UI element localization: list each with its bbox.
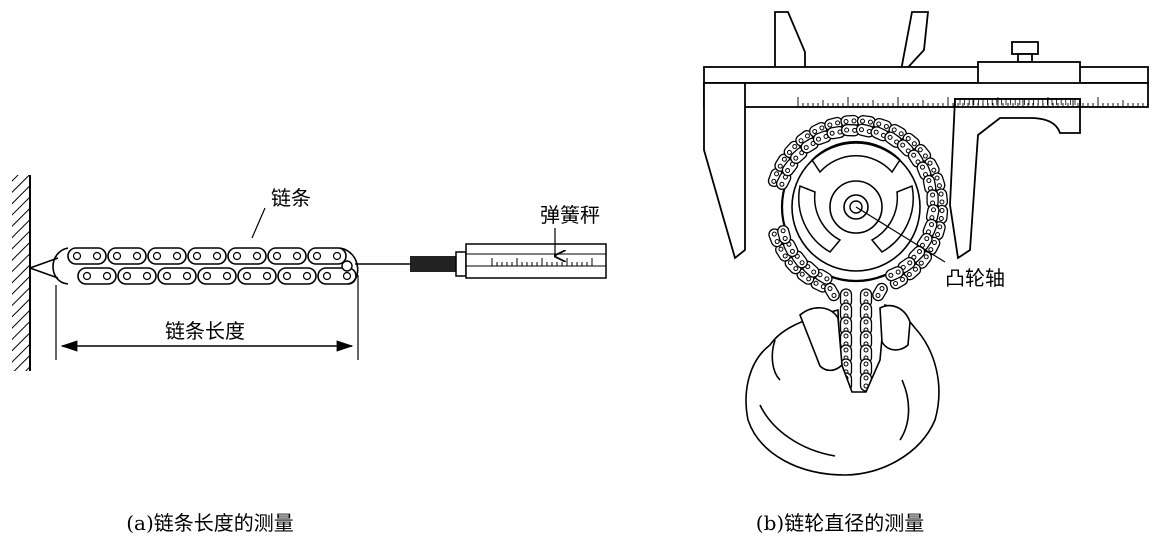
chain-label: 链条 (271, 186, 311, 210)
chain-link (317, 267, 357, 285)
hand (745, 303, 940, 476)
caption-a: (a)链条长度的测量 (126, 511, 294, 535)
chain-link (147, 247, 187, 265)
chain-right-end (339, 247, 359, 285)
camshaft-label: 凸轮轴 (945, 266, 1005, 290)
wall (12, 175, 31, 371)
chain-leader-line (251, 207, 266, 239)
caption-b: (b)链轮直径的测量 (756, 511, 924, 535)
chain-loop (52, 247, 359, 285)
chain-link (859, 302, 873, 322)
chain-link (855, 123, 875, 138)
chain-link (227, 247, 267, 265)
chain-wrap (767, 114, 949, 392)
chain-link (839, 330, 853, 350)
chain-link (777, 225, 792, 245)
chain-left-end (52, 247, 69, 285)
figure-a-chain-length: 链条 弹簧秤 链条长度 (a)链条长度的测量 (12, 175, 607, 535)
chain-link (237, 267, 277, 285)
chain-link (885, 266, 904, 282)
camshaft-leader-line (855, 206, 946, 263)
chain-link (77, 267, 117, 285)
spring-scale-label: 弹簧秤 (540, 203, 600, 227)
chain-link (925, 204, 940, 224)
scale-ticks (491, 258, 593, 266)
chain-link (117, 267, 157, 285)
chain-link (267, 247, 307, 265)
chain-link (67, 247, 107, 265)
chain-link (824, 282, 840, 302)
wall-hook (29, 257, 59, 279)
chain-link (840, 114, 860, 128)
length-dimension (55, 275, 359, 360)
chain-link (859, 344, 873, 364)
chain-link (922, 218, 938, 238)
chain-link (107, 247, 147, 265)
chain-link (902, 132, 921, 150)
chain-end-pin (341, 260, 353, 272)
chain-link (277, 267, 317, 285)
chain-link (197, 267, 237, 285)
chain-link (157, 267, 197, 285)
chain-link (307, 247, 347, 265)
vernier-caliper (703, 11, 1149, 260)
chain-length-label: 链条长度 (165, 319, 245, 343)
chain-link (187, 247, 227, 265)
chain-link (859, 330, 873, 350)
figure-b-sprocket-diameter: 凸轮轴 (b)链轮直径的测量 (703, 11, 1149, 535)
spring-scale (410, 228, 607, 279)
chain-link (872, 282, 888, 302)
vernier-scale-ticks (959, 99, 1076, 105)
